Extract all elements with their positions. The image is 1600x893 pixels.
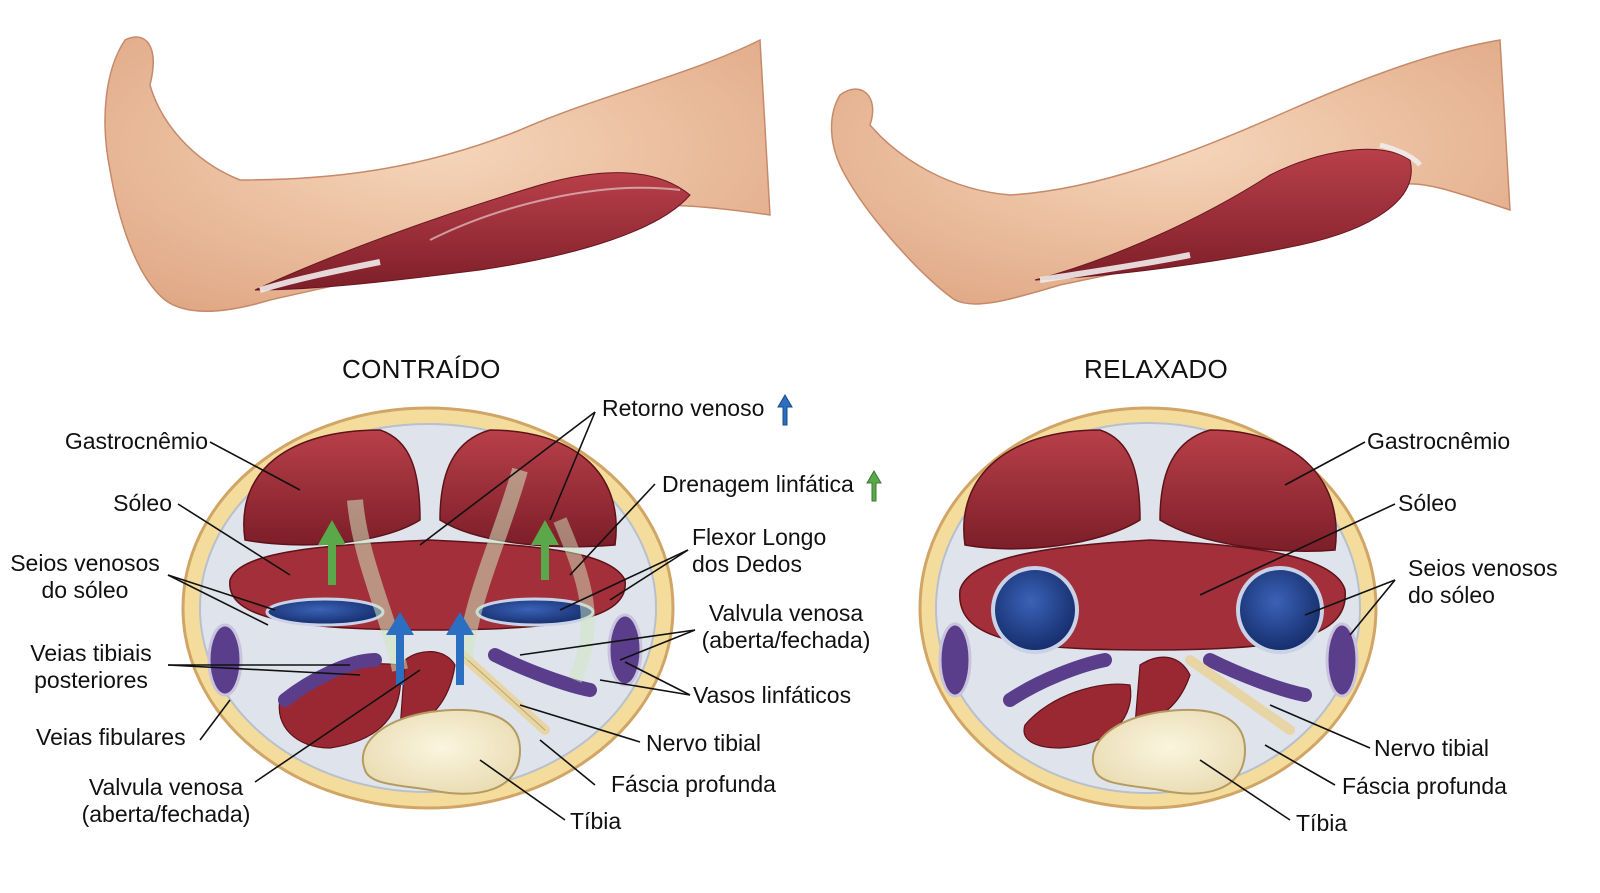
label-fascia-profunda-left: Fáscia profunda <box>611 771 776 797</box>
arrow-up-blue-icon <box>446 612 474 685</box>
label-valvula-venosa-right: Valvula venosa(aberta/fechada) <box>701 600 871 653</box>
label-nervo-tibial-left: Nervo tibial <box>646 730 762 756</box>
leader-lines-left <box>167 411 696 821</box>
label-gastrocnemio-right: Gastrocnêmio <box>1367 428 1511 454</box>
label-gastrocnemio: Gastrocnêmio <box>64 428 208 454</box>
arrow-up-blue-icon <box>386 612 414 685</box>
gastrocnemius-right-head <box>439 429 617 548</box>
arrow-up-green-icon <box>866 470 883 502</box>
arrow-up-green-icon <box>318 520 346 585</box>
label-soleo-right: Sóleo <box>1398 490 1457 516</box>
label-nervo-tibial-right: Nervo tibial <box>1374 735 1490 761</box>
cross-section-contracted <box>181 406 675 810</box>
leader-lines-right <box>1199 441 1396 821</box>
label-valvula-venosa-left: Valvula venosa(aberta/fechada) <box>81 774 251 827</box>
label-retorno-venoso: Retorno venoso <box>602 393 793 427</box>
label-soleo: Sóleo <box>113 490 172 516</box>
label-tibia-right: Tíbia <box>1296 810 1348 836</box>
title-relaxed: RELAXADO <box>1084 354 1229 384</box>
leg-relaxed <box>830 39 1511 305</box>
arrow-up-green-icon <box>531 520 559 580</box>
arrow-up-blue-icon <box>776 394 793 426</box>
label-fascia-profunda-right: Fáscia profunda <box>1342 773 1507 799</box>
label-veias-fibulares: Veias fibulares <box>36 724 186 750</box>
leg-contracted <box>104 36 771 312</box>
label-drenagem-linfatica: Drenagem linfática <box>662 469 883 503</box>
label-tibia-left: Tíbia <box>570 808 622 834</box>
title-contracted: CONTRAÍDO <box>342 354 501 384</box>
cross-section-relaxed <box>918 406 1378 810</box>
label-vasos-linfaticos: Vasos linfáticos <box>693 682 852 708</box>
